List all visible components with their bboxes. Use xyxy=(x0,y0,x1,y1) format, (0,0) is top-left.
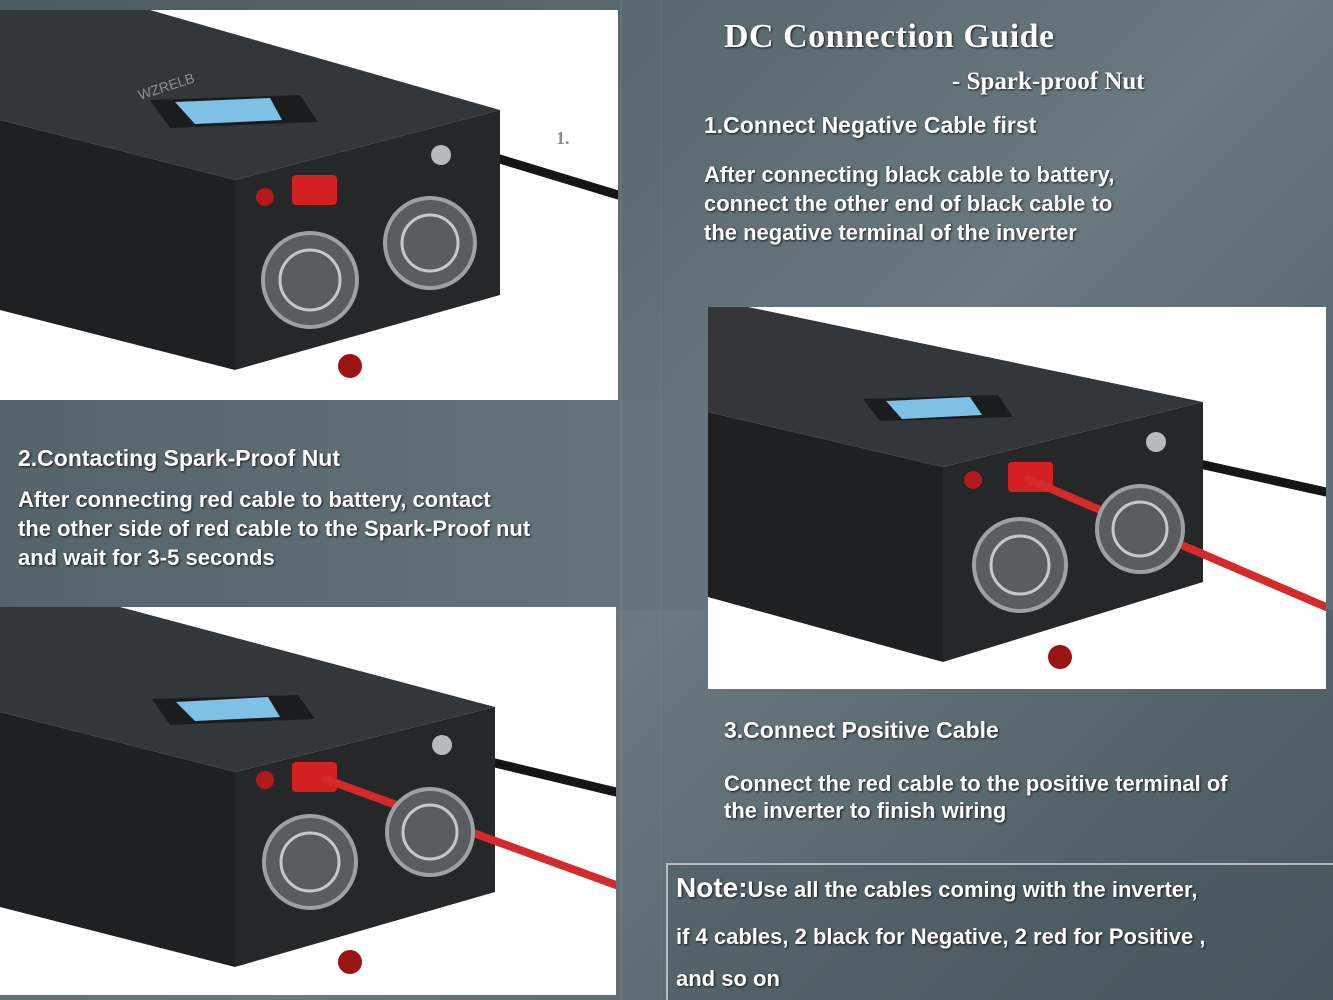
fan-left xyxy=(972,517,1068,613)
photo-step-2 xyxy=(0,607,616,995)
note-line-2: if 4 cables, 2 black for Negative, 2 red… xyxy=(676,924,1206,949)
spark-proof-nut xyxy=(1048,645,1072,669)
background-line xyxy=(620,0,622,1000)
spark-proof-nut xyxy=(338,354,362,378)
note-text: Use all the cables coming with the inver… xyxy=(747,877,1198,902)
step-2-line: After connecting red cable to battery, c… xyxy=(18,487,491,512)
note-box xyxy=(666,863,1333,1000)
step-2-line: and wait for 3-5 seconds xyxy=(18,545,275,570)
step-2-line: the other side of red cable to the Spark… xyxy=(18,516,531,541)
inverter-side xyxy=(708,412,943,662)
step-3-line: the inverter to finish wiring xyxy=(724,798,1007,823)
negative-terminal xyxy=(432,735,452,755)
step-2-text: After connecting red cable to battery, c… xyxy=(18,485,618,572)
negative-terminal xyxy=(431,145,451,165)
step-3-line: Connect the red cable to the positive te… xyxy=(724,771,1228,796)
inverter-side xyxy=(0,712,235,967)
inverter-top xyxy=(708,307,1203,467)
red-terminal-cover xyxy=(292,762,337,792)
note-line-3: and so on xyxy=(676,966,780,991)
fan-right xyxy=(385,787,475,877)
note-line-1: Note:Use all the cables coming with the … xyxy=(676,872,1197,904)
fan-right xyxy=(383,196,477,290)
positive-terminal xyxy=(256,771,274,789)
negative-terminal xyxy=(1146,432,1166,452)
fan-right xyxy=(1095,484,1185,574)
step-2-heading: 2.Contacting Spark-Proof Nut xyxy=(18,445,341,471)
step-1-line: After connecting black cable to battery, xyxy=(704,162,1115,187)
background-line xyxy=(660,0,661,1000)
display-screen xyxy=(175,98,282,124)
guide-subtitle: - Spark-proof Nut xyxy=(952,68,1145,95)
photo-step-1: WZRELB xyxy=(0,10,618,400)
step-3-text: Connect the red cable to the positive te… xyxy=(724,770,1324,824)
step-1-heading: 1.Connect Negative Cable first xyxy=(704,112,1037,138)
step-1-line: connect the other end of black cable to xyxy=(704,191,1113,216)
red-terminal-cover xyxy=(292,175,337,205)
photo-step-3 xyxy=(708,307,1326,689)
inverter-top xyxy=(0,10,500,180)
positive-terminal xyxy=(964,471,982,489)
fan-left xyxy=(261,231,359,329)
inverter-top xyxy=(0,607,495,772)
positive-terminal xyxy=(256,188,274,206)
display-screen xyxy=(176,697,280,721)
note-label: Note: xyxy=(676,872,748,903)
step-1-line: the negative terminal of the inverter xyxy=(704,220,1077,245)
fan-left xyxy=(262,814,358,910)
display-screen xyxy=(886,397,982,419)
photo-marker: 1. xyxy=(556,128,570,148)
spark-proof-nut xyxy=(338,950,362,974)
step-3-heading: 3.Connect Positive Cable xyxy=(724,717,999,743)
guide-title: DC Connection Guide xyxy=(724,18,1055,55)
inverter-side xyxy=(0,120,235,370)
step-1-text: After connecting black cable to battery,… xyxy=(704,160,1304,247)
